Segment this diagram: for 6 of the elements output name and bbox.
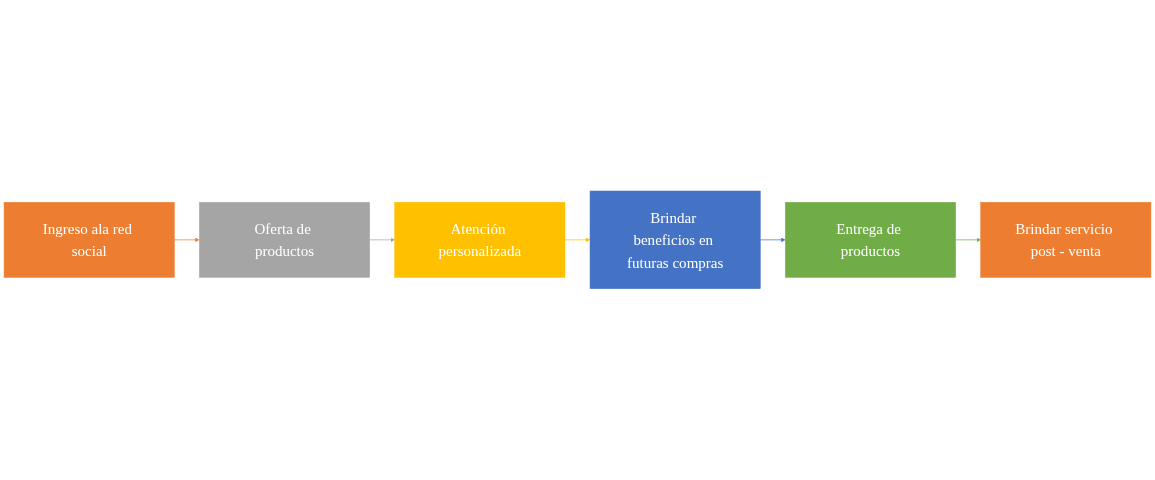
node-box: Oferta de productos [199, 202, 370, 278]
node-box: Atención personalizada [394, 202, 566, 278]
node-box: Brindar servicio post - venta [980, 202, 1152, 278]
node-box: Brindar beneficios en futuras compras [589, 190, 761, 290]
node-box: Ingreso ala red social [3, 202, 175, 278]
node-box: Entrega de productos [785, 202, 956, 278]
